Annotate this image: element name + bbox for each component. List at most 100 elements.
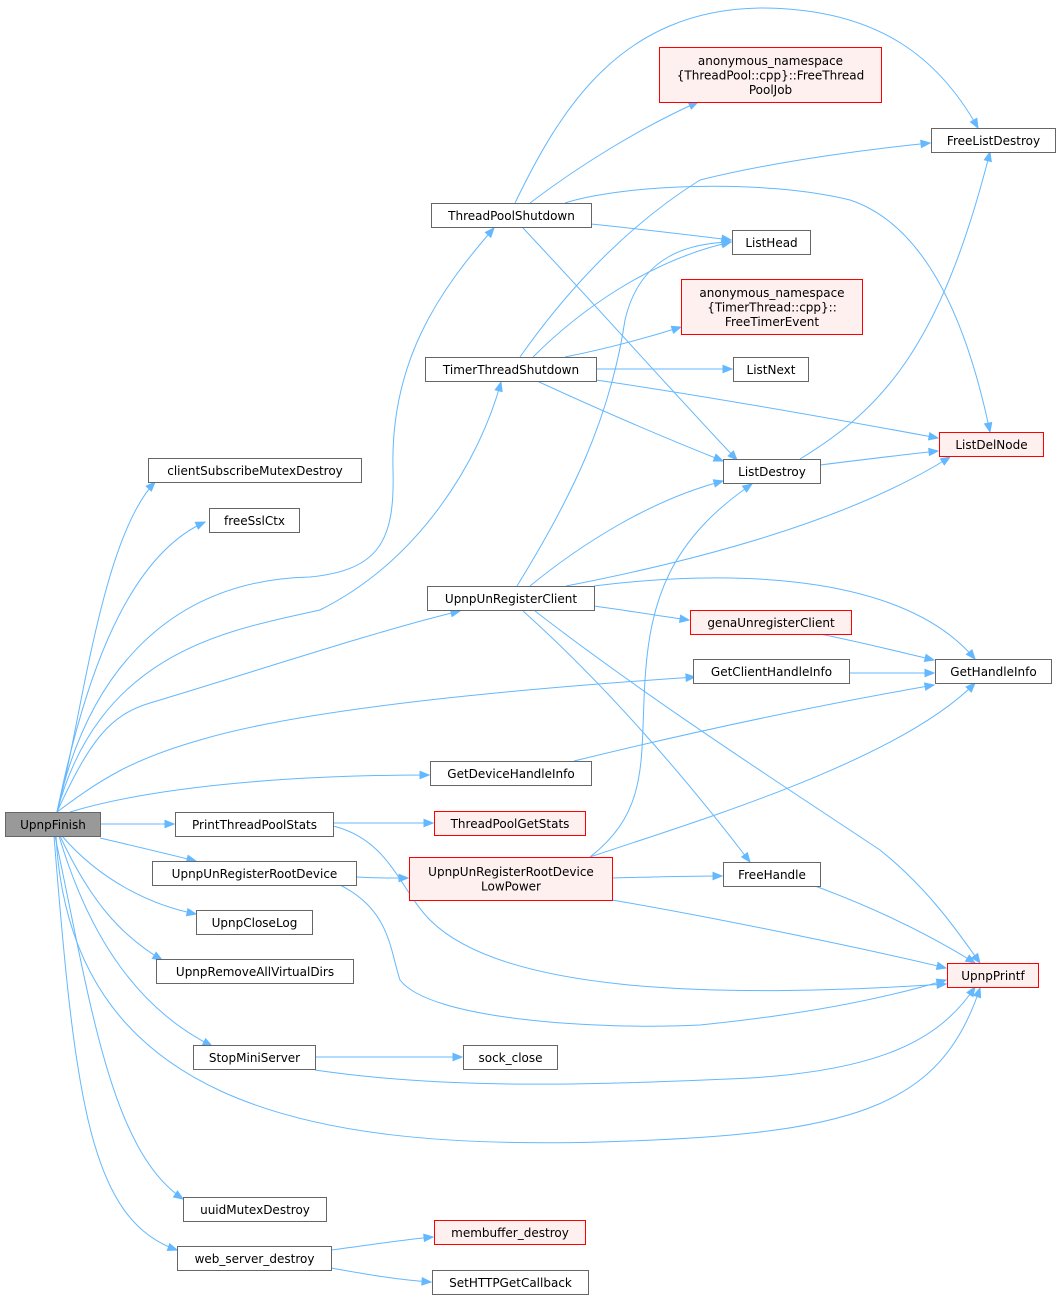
node-printthreadpoolstats[interactable]: PrintThreadPoolStats <box>175 812 334 837</box>
node-membuffer_destroy[interactable]: membuffer_destroy <box>434 1220 586 1245</box>
edge-stopminiserver-to-sock_close <box>315 1052 464 1062</box>
edge-arrowhead <box>670 325 683 335</box>
node-getclienthandleinfo[interactable]: GetClientHandleInfo <box>693 659 850 684</box>
node-label: UpnpFinish <box>20 818 86 832</box>
node-upnpunregisterclient[interactable]: UpnpUnRegisterClient <box>427 586 595 611</box>
node-box <box>5 812 101 837</box>
edge-line <box>56 676 696 813</box>
node-box <box>148 458 362 483</box>
edge-upnpunregisterclient-to-freehandle <box>522 610 751 864</box>
edge-arrowhead <box>423 1233 435 1243</box>
edge-arrowhead <box>928 447 940 457</box>
edge-arrowhead <box>983 150 992 163</box>
node-box <box>723 459 821 484</box>
edge-line <box>522 610 751 863</box>
node-sethttpgetcallback[interactable]: SetHTTPGetCallback <box>432 1270 589 1295</box>
edge-line <box>564 185 991 433</box>
node-freethreadpooljob[interactable]: anonymous_namespace{ThreadPool::cpp}::Fr… <box>659 47 882 103</box>
node-box <box>434 1220 586 1245</box>
node-box <box>434 811 586 836</box>
edge-arrowhead <box>727 450 738 461</box>
edge-line <box>314 986 976 1085</box>
edge-line <box>814 885 976 964</box>
node-box <box>432 1270 589 1295</box>
edge-arrowhead <box>923 682 936 691</box>
node-gethandleinfo[interactable]: GetHandleInfo <box>935 659 1052 684</box>
edge-arrowhead <box>924 668 936 678</box>
edge-arrowhead <box>939 456 952 466</box>
edge-arrowhead <box>722 364 734 374</box>
edge-upnpfinish-to-upnpcloselog <box>61 835 198 917</box>
edge-getclienthandleinfo-to-gethandleinfo <box>849 668 936 678</box>
node-web_server_destroy[interactable]: web_server_destroy <box>177 1246 332 1271</box>
edge-upnpunregisterclient-to-listhead <box>516 237 733 587</box>
node-box <box>425 357 597 382</box>
edge-line <box>532 241 732 358</box>
node-label: SetHTTPGetCallback <box>449 1276 572 1290</box>
edge-line <box>529 480 724 587</box>
node-listdelnode[interactable]: ListDelNode <box>939 432 1044 457</box>
node-box <box>732 230 811 255</box>
node-getdevicehandleinfo[interactable]: GetDeviceHandleInfo <box>430 761 592 786</box>
node-label: anonymous_namespace <box>699 286 844 300</box>
node-label: GetDeviceHandleInfo <box>447 767 574 781</box>
node-upnpremoveallvirtualdirs[interactable]: UpnpRemoveAllVirtualDirs <box>156 959 354 984</box>
node-listnext[interactable]: ListNext <box>733 357 809 382</box>
edge-upnpfinish-to-web_server_destroy <box>53 835 179 1252</box>
edge-arrowhead <box>494 380 503 393</box>
edge-timerthreadshutdown-to-freelistdestroy <box>519 139 932 358</box>
node-label: sock_close <box>478 1051 542 1065</box>
node-label: {ThreadPool::cpp}::FreeThread <box>677 68 864 82</box>
node-sock_close[interactable]: sock_close <box>463 1045 558 1070</box>
node-genaunregisterclient[interactable]: genaUnregisterClient <box>690 610 852 635</box>
edge-printthreadpoolstats-to-upnpprintf <box>332 825 948 992</box>
edge-line <box>534 610 981 964</box>
node-label: ListHead <box>745 236 797 250</box>
edge-line <box>565 456 951 587</box>
node-threadpoolshutdown[interactable]: ThreadPoolShutdown <box>431 203 592 228</box>
node-freetimerevent[interactable]: anonymous_namespace{TimerThread::cpp}::F… <box>681 279 863 335</box>
node-stopminiserver[interactable]: StopMiniServer <box>193 1045 316 1070</box>
edge-arrowhead <box>185 907 198 917</box>
node-upnpprintf[interactable]: UpnpPrintf <box>947 963 1039 988</box>
edge-upnpunregisterclient-to-upnpprintf <box>534 610 981 965</box>
node-uuidmutexdestroy[interactable]: uuidMutexDestroy <box>183 1197 327 1222</box>
node-upnpcloselog[interactable]: UpnpCloseLog <box>196 910 313 935</box>
node-box <box>931 128 1056 153</box>
node-freelistdestroy[interactable]: FreeListDestroy <box>931 128 1056 153</box>
edge-line <box>595 379 939 439</box>
node-box <box>690 610 852 635</box>
edge-arrowhead <box>927 431 940 441</box>
node-box <box>177 1246 332 1271</box>
edge-line <box>516 241 732 587</box>
edge-arrowhead <box>164 819 176 829</box>
edge-upnpfinish-to-getdevicehandleinfo <box>69 770 431 813</box>
node-freesslctx[interactable]: freeSslCtx <box>209 508 300 533</box>
edge-arrowhead <box>965 648 976 661</box>
node-timerthreadshutdown[interactable]: TimerThreadShutdown <box>425 357 597 382</box>
edge-threadpoolshutdown-to-freelistdestroy <box>514 7 979 204</box>
node-clientsubscribemutexdestroy[interactable]: clientSubscribeMutexDestroy <box>148 458 362 483</box>
edge-line <box>819 633 935 661</box>
edge-listdestroy-to-listdelnode <box>819 447 940 466</box>
edge-threadpoolshutdown-to-listhead <box>590 223 733 244</box>
edge-line <box>54 835 184 1200</box>
node-upnpunregisterrootdevice[interactable]: UpnpUnRegisterRootDevice <box>152 861 357 886</box>
call-nodes: UpnpFinish clientSubscribeMutexDestroy fre… <box>5 47 1056 1295</box>
edge-upnpunregisterclient-to-listdestroy <box>529 479 725 587</box>
node-freehandle[interactable]: FreeHandle <box>723 862 821 887</box>
edge-timerthreadshutdown-to-listdestroy <box>536 380 725 462</box>
edge-line <box>99 837 197 862</box>
edge-line <box>330 1236 434 1251</box>
node-listhead[interactable]: ListHead <box>732 230 811 255</box>
edge-line <box>589 682 976 858</box>
node-upnpfinish[interactable]: UpnpFinish <box>5 812 101 837</box>
edge-line <box>59 835 163 961</box>
edge-upnpfinish-to-upnpprintf <box>55 835 982 1144</box>
edge-upnpunregisterrootdevice-to-upnpunregisterrootdevicelowpower <box>355 873 410 883</box>
edge-arrowhead <box>972 986 982 999</box>
node-threadpoolgetstats[interactable]: ThreadPoolGetStats <box>434 811 586 836</box>
edge-getdevicehandleinfo-to-gethandleinfo <box>573 682 936 762</box>
node-listdestroy[interactable]: ListDestroy <box>723 459 821 484</box>
